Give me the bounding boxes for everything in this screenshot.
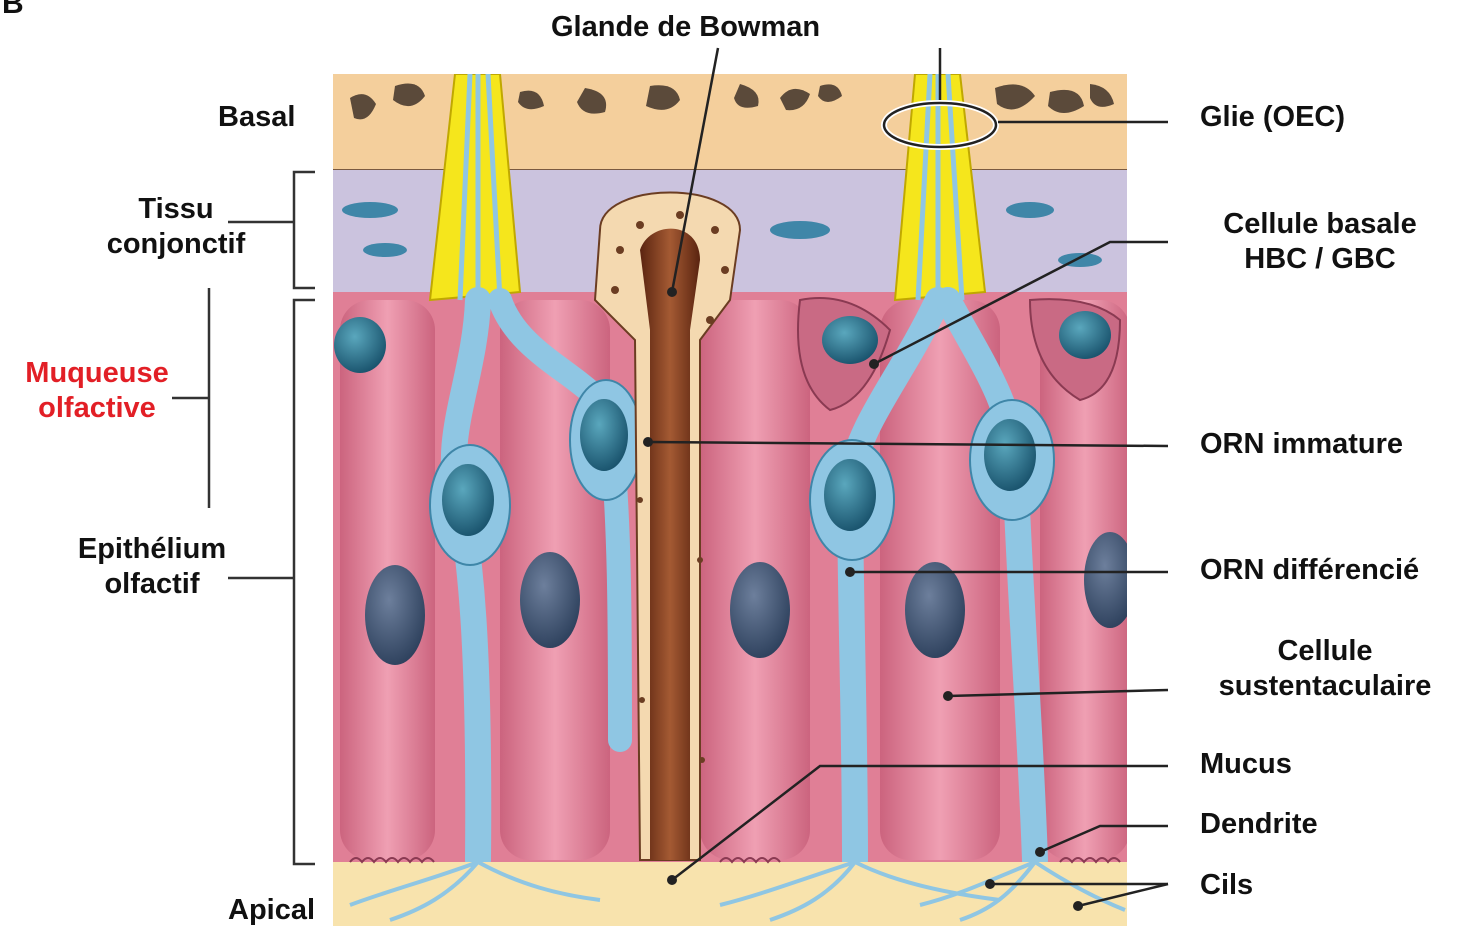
label-mucus: Mucus [1200,747,1292,782]
label-tissu-line1: Tissu [76,192,276,227]
label-sustentaculaire-line1: Cellule [1190,634,1460,669]
label-orn-immature: ORN immature [1200,427,1403,462]
label-muqueuse-line1: Muqueuse [0,356,194,391]
label-cellule-basale-line2: HBC / GBC [1190,242,1450,277]
label-tissu-line2: conjonctif [76,227,276,262]
label-glie-oec: Glie (OEC) [1200,100,1345,135]
label-muqueuse-olfactive: Muqueuse olfactive [0,356,194,426]
label-cellule-basale: Cellule basale HBC / GBC [1190,207,1450,277]
label-basal: Basal [218,100,295,135]
label-cellule-basale-line1: Cellule basale [1190,207,1450,242]
label-cellule-sustentaculaire: Cellule sustentaculaire [1190,634,1460,704]
label-epithelium-line1: Epithélium [52,532,252,567]
panel-letter: B [2,0,24,22]
label-epithelium-olfactif: Epithélium olfactif [52,532,252,602]
label-cils: Cils [1200,868,1253,903]
label-sustentaculaire-line2: sustentaculaire [1190,669,1460,704]
label-muqueuse-line2: olfactive [0,391,194,426]
label-tissu-conjonctif: Tissu conjonctif [76,192,276,262]
label-glande-bowman: Glande de Bowman [551,10,820,45]
label-apical: Apical [228,893,315,928]
label-dendrite: Dendrite [1200,807,1318,842]
label-orn-differencie: ORN différencié [1200,553,1419,588]
label-epithelium-line2: olfactif [52,567,252,602]
